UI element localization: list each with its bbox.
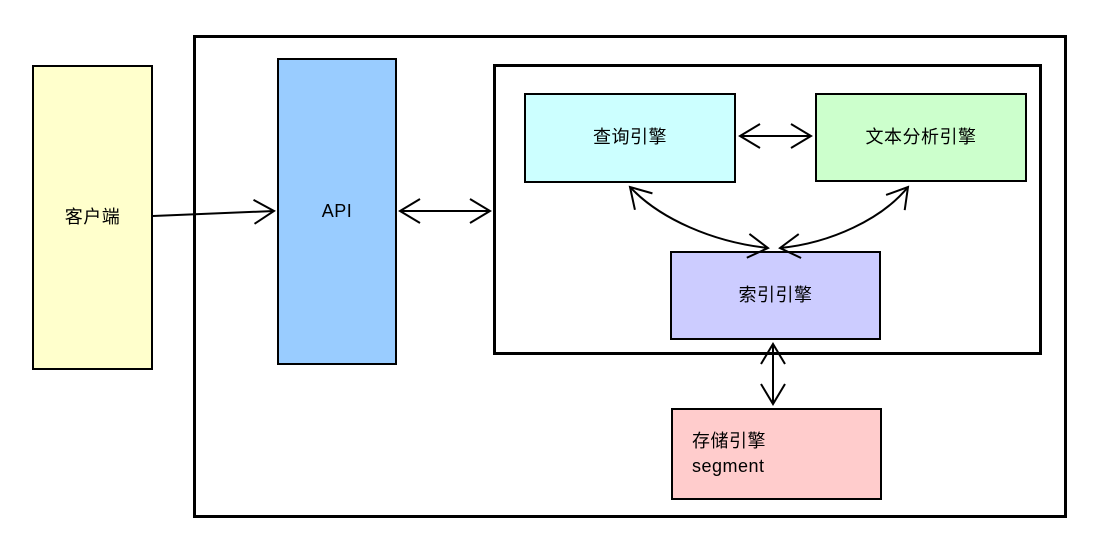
node-storage-engine: 存储引擎 segment — [671, 408, 882, 500]
node-text-analysis-engine-label: 文本分析引擎 — [865, 126, 977, 147]
node-api-label: API — [321, 200, 353, 221]
node-index-engine: 索引引擎 — [670, 251, 881, 340]
node-text-analysis-engine: 文本分析引擎 — [815, 93, 1027, 182]
node-index-engine-label: 索引引擎 — [738, 284, 813, 305]
node-storage-engine-label-line2: segment — [692, 456, 765, 476]
node-client-label: 客户端 — [64, 206, 121, 227]
node-query-engine-label: 查询引擎 — [593, 127, 667, 148]
node-storage-engine-label-line1: 存储引擎 — [692, 430, 766, 451]
node-query-engine: 查询引擎 — [524, 93, 736, 183]
node-client: 客户端 — [32, 65, 153, 370]
node-api: API — [277, 58, 397, 365]
